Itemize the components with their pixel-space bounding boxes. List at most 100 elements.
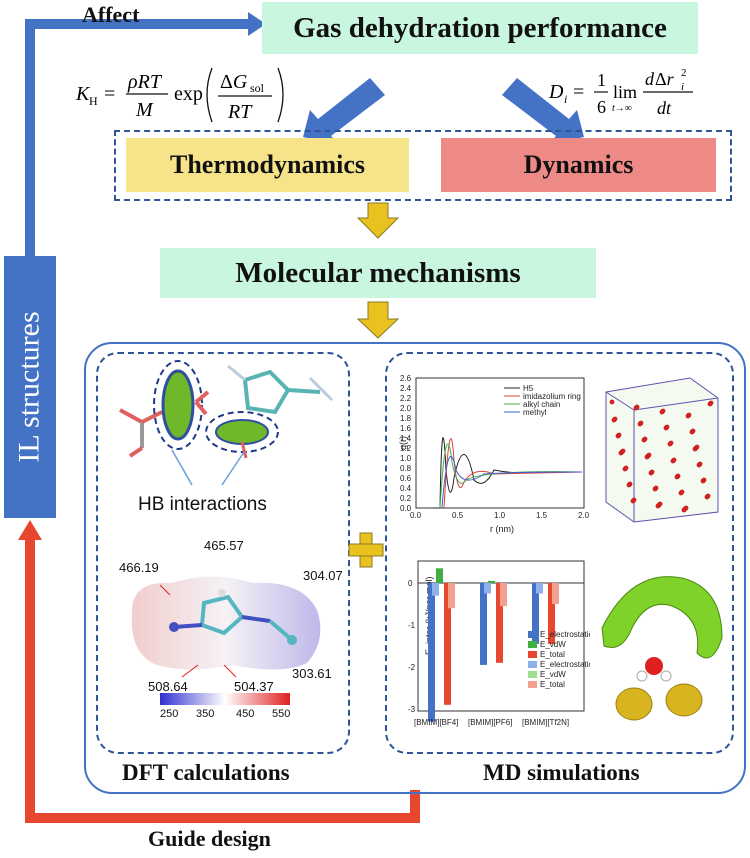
energy-legend-label: E_vdW [540, 640, 566, 649]
colorbar-tick-350: 350 [196, 708, 215, 720]
energy-legend-swatch [528, 641, 537, 648]
simulation-box-image [605, 377, 719, 523]
rdf-curve-imidazolium [443, 438, 583, 509]
guide-design-arrowhead [18, 520, 42, 540]
esp-value-304: 304.07 [303, 568, 343, 583]
energy-legend-swatch [528, 681, 537, 688]
sim-molecule [633, 405, 639, 411]
energy-legend-label: E_total [540, 650, 565, 659]
svg-text:2: 2 [681, 67, 687, 79]
energy-category: [BMIM][PF6] [468, 718, 512, 727]
sim-molecule [681, 507, 687, 513]
energy-bar-chart: E_inter (kJ/par mol) 0-1-2-3 [BMIM][BF4]… [408, 560, 590, 727]
svg-text:ρRT: ρRT [127, 71, 163, 93]
rdf-y-tick: 2.6 [400, 374, 412, 383]
rdf-y-tick: 2.2 [400, 394, 412, 403]
rdf-x-tick: 2.0 [578, 511, 590, 520]
sim-molecule [700, 478, 706, 484]
guide-design-arrow [25, 538, 420, 823]
svg-text:M: M [135, 99, 154, 121]
sim-molecule [630, 498, 636, 504]
affect-arrowhead [248, 12, 266, 36]
svg-text:t→∞: t→∞ [612, 103, 632, 114]
gas-dehydration-performance-box: Gas dehydration performance [262, 2, 698, 54]
sim-molecule [655, 503, 661, 509]
esp-value-504: 504.37 [234, 679, 274, 694]
esp-value-466: 466.19 [119, 560, 159, 575]
right-diagonal-arrow [502, 78, 584, 146]
hb-isosurface-image [119, 360, 334, 486]
energy-bar [480, 583, 487, 665]
thermodynamics-box: Thermodynamics [126, 138, 409, 192]
energy-bar [536, 583, 543, 594]
svg-text:ΔG: ΔG [220, 71, 248, 93]
energy-legend-swatch [528, 651, 537, 658]
sim-molecule [609, 399, 615, 405]
energy-bar [532, 583, 539, 644]
energy-category: [BMIM][Tf2N] [522, 718, 569, 727]
rdf-y-tick: 0.4 [400, 484, 412, 493]
rdf-legend-imidazolium: imidazolium ring [523, 392, 581, 401]
water-isosurface-image [601, 576, 723, 721]
energy-legend-swatch [528, 671, 537, 678]
svg-text:Δr: Δr [655, 69, 675, 89]
thermo-dynamics-group [114, 130, 732, 201]
rdf-y-tick: 1.6 [400, 424, 412, 433]
energy-legend-swatch [528, 661, 537, 668]
rdf-legend-alkyl: alkyl chain [523, 400, 560, 409]
sim-molecule [637, 421, 643, 427]
sim-molecule [692, 446, 698, 452]
affect-label: Affect [82, 2, 140, 27]
molecular-mechanisms-box: Molecular mechanisms [160, 248, 596, 298]
svg-text:D: D [548, 81, 564, 103]
rdf-legend: H5 imidazolium ring alkyl chain methyl [504, 384, 581, 417]
rdf-x-tick: 0.5 [452, 511, 464, 520]
svg-text:RT: RT [227, 101, 253, 123]
sim-molecule [689, 429, 695, 435]
energy-bar [488, 580, 495, 583]
rdf-ylabel: g(r) [398, 436, 408, 450]
md-simulations-label: MD simulations [483, 760, 640, 785]
energy-bar [448, 583, 455, 609]
energy-bar [432, 583, 439, 596]
esp-value-465: 465.57 [204, 538, 244, 553]
rdf-y-tick: 0.2 [400, 494, 412, 503]
energy-y-tick: 0 [408, 579, 413, 588]
left-diagonal-arrow [303, 78, 385, 146]
rdf-y-tick: 1.8 [400, 414, 412, 423]
sim-molecule [626, 482, 632, 488]
dynamics-box: Dynamics [441, 138, 716, 192]
diffusion-equation: D i = 1 6 lim t→∞ d Δr i 2 dt [548, 67, 693, 118]
rdf-y-tick: 0.6 [400, 474, 412, 483]
svg-text:sol: sol [250, 81, 265, 95]
colorbar-tick-450: 450 [236, 708, 255, 720]
energy-y-tick: -3 [408, 705, 416, 714]
rdf-legend-methyl: methyl [523, 408, 547, 417]
sim-molecule [667, 441, 673, 447]
energy-legend-swatch [528, 631, 537, 638]
sim-molecule [704, 494, 710, 500]
rdf-x-tick: 0.0 [410, 511, 422, 520]
energy-bar [444, 583, 451, 705]
sim-molecule [644, 454, 650, 460]
energy-legend-label: E_electrostatic [540, 630, 590, 639]
rdf-curve-methyl [441, 456, 583, 509]
esp-map-image [131, 576, 321, 705]
colorbar-tick-550: 550 [272, 708, 291, 720]
sim-molecule [659, 409, 665, 415]
sim-molecule [618, 450, 624, 456]
sim-molecule [641, 437, 647, 443]
sim-molecule [611, 417, 617, 423]
energy-legend-label: E_electrostatic [540, 660, 590, 669]
rdf-x-tick: 1.5 [536, 511, 548, 520]
plus-icon [348, 532, 384, 568]
esp-value-508: 508.64 [148, 679, 188, 694]
sim-molecule [663, 425, 669, 431]
energy-y-tick: -2 [408, 663, 416, 672]
svg-text:H: H [89, 94, 98, 108]
rdf-xlabel: r (nm) [490, 524, 514, 534]
il-structures-label: IL structures [13, 311, 46, 463]
rdf-y-tick: 1.0 [400, 454, 412, 463]
henry-equation: K H = ρRT M exp ΔG sol RT [75, 67, 284, 123]
